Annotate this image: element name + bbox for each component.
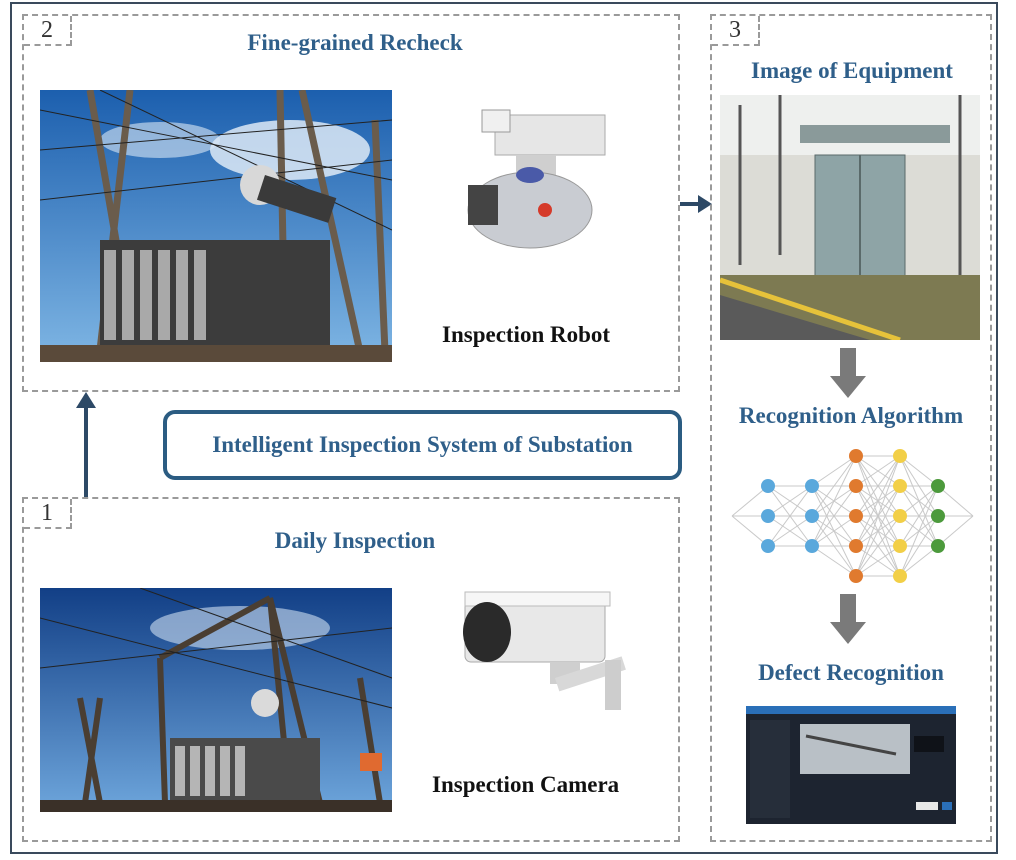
nn-node — [893, 509, 907, 523]
nn-edge — [811, 455, 857, 487]
nn-edge — [899, 485, 939, 547]
arrow-down-to-defect — [830, 594, 866, 644]
panel-number-3: 3 — [712, 16, 760, 46]
system-title: Intelligent Inspection System of Substat… — [212, 432, 633, 457]
nn-edge — [811, 485, 857, 547]
inspection-robot-label: Inspection Robot — [442, 322, 611, 347]
panel-title-image-of-equipment: Image of Equipment — [751, 58, 953, 83]
arrow-down-to-algorithm — [830, 348, 866, 398]
inspection-camera-label: Inspection Camera — [432, 772, 620, 797]
nn-node — [805, 509, 819, 523]
arrow-up-to-recheck — [76, 392, 96, 498]
system-title-box: Intelligent Inspection System of Substat… — [163, 410, 682, 480]
inspection-robot-image — [460, 90, 620, 260]
nn-node — [931, 479, 945, 493]
panel-number-2: 2 — [24, 16, 72, 46]
nn-node — [931, 539, 945, 553]
nn-node — [761, 539, 775, 553]
nn-node — [849, 539, 863, 553]
nn-edge — [767, 485, 813, 547]
nn-edge — [899, 485, 939, 577]
panel-recognition — [710, 14, 992, 842]
substation-photo-bottom — [40, 588, 392, 812]
substation-photo-top — [40, 90, 392, 362]
panel-title-recognition-algorithm: Recognition Algorithm — [738, 403, 964, 428]
nn-edge — [899, 515, 939, 577]
nn-node — [849, 569, 863, 583]
nn-edge — [855, 485, 901, 577]
inspection-camera-image — [455, 590, 635, 715]
nn-node — [805, 479, 819, 493]
nn-edge — [855, 455, 901, 487]
nn-edge — [731, 485, 769, 517]
panel-title-defect-recognition: Defect Recognition — [758, 660, 944, 685]
nn-edge — [811, 545, 857, 577]
nn-edge — [811, 515, 857, 547]
nn-node — [849, 449, 863, 463]
nn-edge — [767, 515, 813, 547]
nn-edge — [899, 455, 939, 487]
nn-edge — [855, 455, 901, 517]
panel-title-daily-inspection: Daily Inspection — [274, 528, 436, 553]
nn-edge — [855, 455, 901, 577]
nn-edge — [767, 485, 813, 517]
nn-edge — [899, 545, 939, 577]
panel-number-1: 1 — [24, 499, 72, 529]
nn-node — [893, 569, 907, 583]
nn-edge — [811, 455, 857, 547]
arrow-right-to-equipment — [680, 195, 712, 213]
panel-daily-inspection — [22, 497, 680, 842]
panel-title-fine-grained-recheck: Fine-grained Recheck — [247, 30, 463, 55]
nn-edge — [855, 455, 901, 547]
nn-node — [761, 479, 775, 493]
defect-recognition-screenshot — [746, 706, 956, 824]
nn-node — [805, 539, 819, 553]
nn-node — [761, 509, 775, 523]
nn-edge — [937, 485, 974, 517]
nn-node — [849, 479, 863, 493]
nn-node — [931, 509, 945, 523]
panel-fine-grained-recheck — [22, 14, 680, 392]
nn-edge — [731, 515, 769, 547]
nn-node — [893, 539, 907, 553]
nn-node — [893, 479, 907, 493]
nn-node — [893, 449, 907, 463]
neural-network-diagram — [731, 449, 974, 583]
equipment-photo — [720, 95, 980, 340]
nn-node — [849, 509, 863, 523]
nn-edge — [855, 515, 901, 577]
nn-edge — [899, 485, 939, 517]
nn-edge — [811, 455, 857, 517]
nn-edge — [855, 545, 901, 577]
nn-edge — [937, 515, 974, 547]
